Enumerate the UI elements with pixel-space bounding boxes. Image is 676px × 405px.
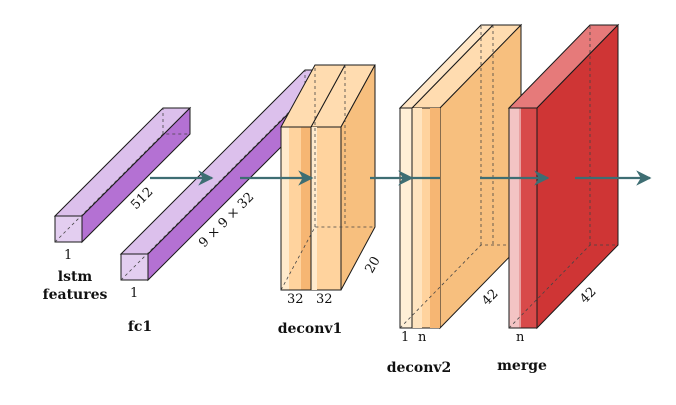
deconv1-block	[280, 64, 376, 291]
lstm-title-line1: lstm	[58, 269, 93, 285]
fc1-title: fc1	[128, 319, 152, 335]
merge-dim-a: n	[516, 330, 525, 345]
fc1-width-label: 1	[130, 286, 138, 301]
deconv2-title: deconv2	[387, 360, 452, 376]
deconv2-depth-label: 42	[479, 287, 501, 309]
lstm-width-label: 1	[64, 248, 72, 263]
deconv1-depth-label: 20	[362, 254, 383, 276]
merge-title: merge	[497, 358, 547, 374]
deconv1-title: deconv1	[278, 321, 343, 337]
deconv2-dim-a: 1	[401, 330, 409, 345]
deconv1-dim-b: 32	[316, 292, 333, 307]
deconv2-block	[398, 23, 523, 330]
merge-block	[507, 23, 620, 330]
lstm-block	[53, 106, 192, 244]
deconv2-dim-b: n	[418, 330, 427, 345]
lstm-title-line2: features	[43, 287, 108, 303]
deconv1-dim-a: 32	[287, 292, 304, 307]
merge-depth-label: 42	[577, 285, 599, 307]
